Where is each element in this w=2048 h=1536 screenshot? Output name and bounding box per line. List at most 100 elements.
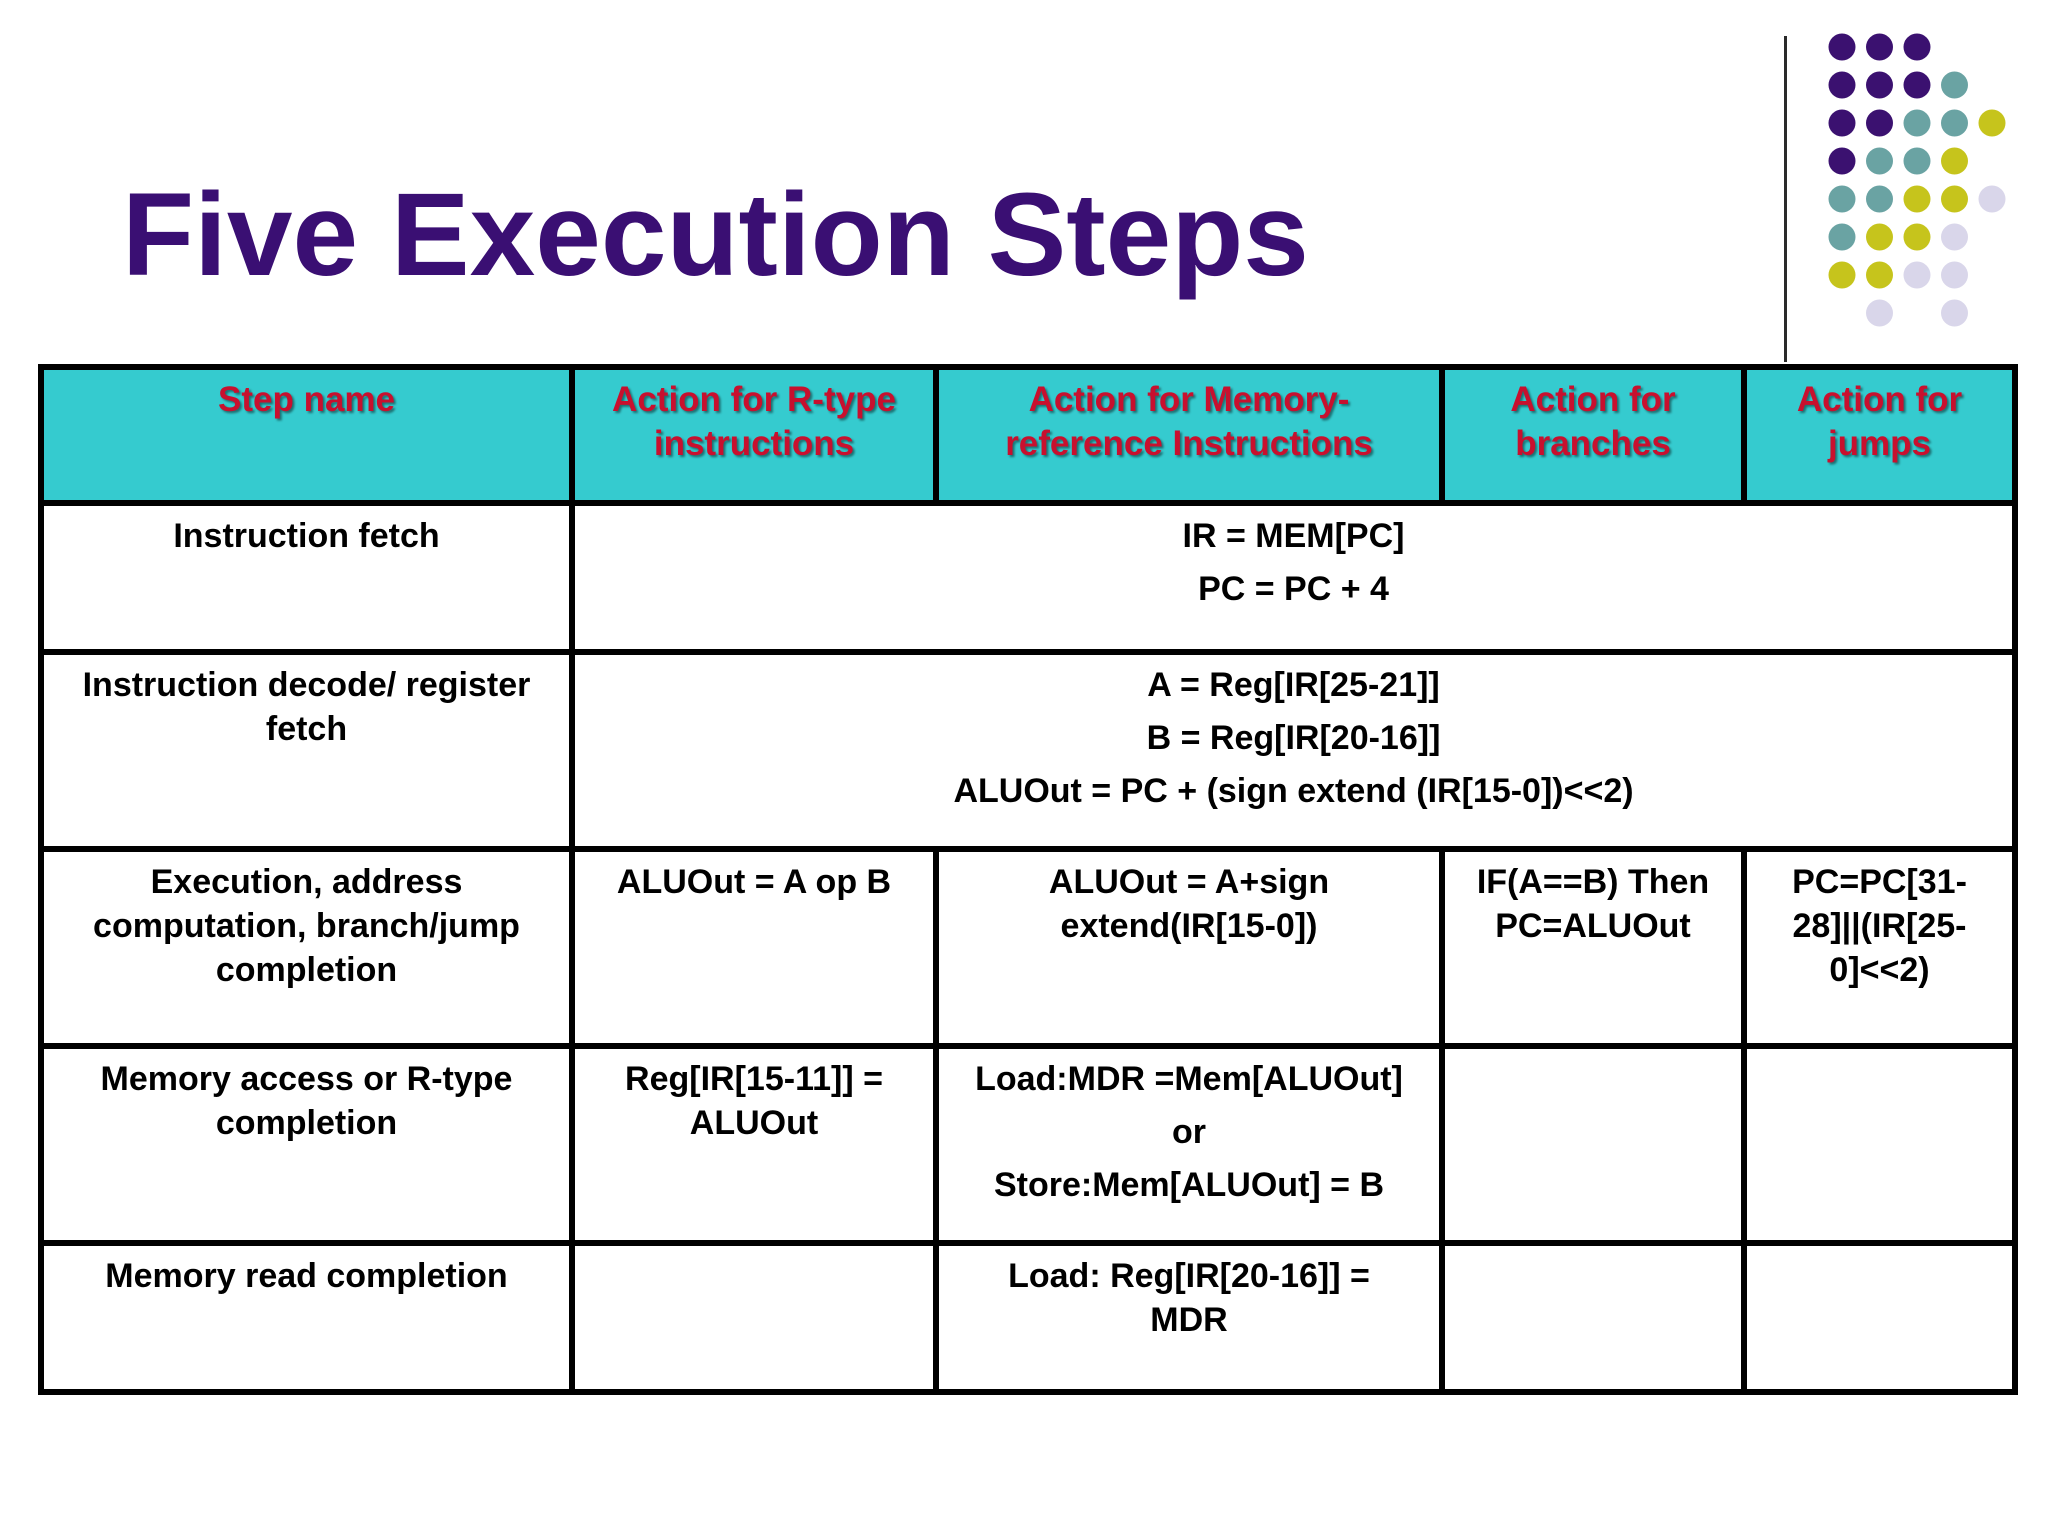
step-name-cell: Instruction fetch xyxy=(38,500,575,655)
decorative-dot xyxy=(1941,185,1968,213)
decorative-dot xyxy=(1866,109,1893,137)
branch-action-cell xyxy=(1439,1240,1747,1395)
decorative-dot xyxy=(1978,109,2006,137)
decorative-dot xyxy=(1941,147,1968,175)
cell-text-line: extend(IR[15-0]) xyxy=(1060,907,1318,945)
cell-text-line: Execution, address xyxy=(150,863,463,901)
cell-text-line: PC=ALUOut xyxy=(1495,907,1691,945)
header-rtype-action: Action for R-type instructions xyxy=(569,364,939,506)
decorative-dot xyxy=(1941,299,1968,327)
step-name-cell: Execution, address computation, branch/ju… xyxy=(38,846,575,1049)
memory-action-cell: Load: Reg[IR[20-16]] = MDR xyxy=(933,1240,1445,1395)
cell-text-line: completion xyxy=(215,951,398,989)
cell-text-line: Action for xyxy=(1510,380,1676,419)
decorative-dot xyxy=(1941,261,1968,289)
cell-text-line: IR = MEM[PC] xyxy=(1182,517,1405,555)
cell-text-line: or xyxy=(1172,1113,1206,1151)
decorative-dot xyxy=(1903,147,1931,175)
decorative-dot xyxy=(1828,223,1856,251)
header-branch-action: Action for branches xyxy=(1439,364,1747,506)
decorative-dot xyxy=(1828,261,1856,289)
header-memory-action: Action for Memory-reference Instructions xyxy=(933,364,1445,506)
cell-text-line: Action for Memory- xyxy=(1028,380,1350,419)
cell-text-line: reference Instructions xyxy=(1005,424,1373,463)
memory-action-cell: ALUOut = A+sign extend(IR[15-0]) xyxy=(933,846,1445,1049)
decorative-dot xyxy=(1903,223,1931,251)
vertical-divider-line xyxy=(1784,36,1787,362)
table-row-instruction-fetch: Instruction fetch IR = MEM[PC] PC = PC + … xyxy=(38,500,2018,655)
decorative-dot xyxy=(1941,109,1968,137)
slide-title: Five Execution Steps xyxy=(122,169,1309,301)
decorative-dot xyxy=(1828,71,1856,99)
cell-text-line: ALUOut = A+sign xyxy=(1048,863,1330,901)
header-step-name: Step name xyxy=(38,364,575,506)
cell-text-line: Load: Reg[IR[20-16]] = xyxy=(1008,1257,1370,1295)
cell-text-line: Action for xyxy=(1796,380,1963,419)
cell-text-line: computation, branch/jump xyxy=(93,907,520,945)
cell-text-line: Instruction decode/ register xyxy=(82,666,531,704)
header-jump-action: Action for jumps xyxy=(1741,364,2018,506)
cell-text-line: B = Reg[IR[20-16]] xyxy=(1146,719,1441,757)
cell-text-line: Action for R-type xyxy=(612,380,896,419)
decorative-dot xyxy=(1903,185,1931,213)
cell-text-line: PC = PC + 4 xyxy=(1198,570,1389,608)
cell-text-line: jumps xyxy=(1827,424,1932,463)
decorative-dot xyxy=(1903,33,1931,61)
rtype-action-cell: ALUOut = A op B xyxy=(569,846,939,1049)
cell-text-line: instructions xyxy=(653,424,855,463)
decorative-dot xyxy=(1828,185,1856,213)
cell-text-line: MDR xyxy=(1150,1301,1228,1339)
cell-text-line: Memory read completion xyxy=(105,1257,508,1295)
decode-action-cell: A = Reg[IR[25-21]]B = Reg[IR[20-16]]ALUO… xyxy=(569,649,2018,852)
fetch-action-cell: IR = MEM[PC] PC = PC + 4 xyxy=(569,500,2018,655)
decorative-dot xyxy=(1941,71,1968,99)
decorative-dot xyxy=(1866,223,1893,251)
decorative-dot xyxy=(1903,261,1931,289)
decorative-dot xyxy=(1866,71,1893,99)
step-name-cell: Instruction decode/ register fetch xyxy=(38,649,575,852)
decorative-dot xyxy=(1866,261,1893,289)
table-row-memory-access: Memory access or R-type completion Reg[IR… xyxy=(38,1043,2018,1246)
decorative-dot xyxy=(1828,147,1856,175)
branch-action-cell xyxy=(1439,1043,1747,1246)
decorative-dot xyxy=(1866,147,1893,175)
cell-text-line: IF(A==B) Then xyxy=(1476,863,1710,901)
table-row-execution: Execution, address computation, branch/ju… xyxy=(38,846,2018,1049)
cell-text-line: A = Reg[IR[25-21]] xyxy=(1147,666,1440,704)
table-row-memory-read: Memory read completion Load: Reg[IR[20-1… xyxy=(38,1240,2018,1395)
decorative-dot xyxy=(1903,71,1931,99)
cell-text-line: Step name xyxy=(218,380,395,419)
cell-text-line: ALUOut xyxy=(689,1104,819,1142)
cell-text-line: Reg[IR[15-11]] = xyxy=(625,1060,883,1098)
step-name-cell: Memory access or R-type completion xyxy=(38,1043,575,1246)
table-row-instruction-decode: Instruction decode/ register fetch A = Re… xyxy=(38,649,2018,852)
decorative-dot xyxy=(1978,185,2006,213)
cell-text-line: Store:Mem[ALUOut] = B xyxy=(993,1166,1385,1204)
jump-action-cell xyxy=(1741,1240,2018,1395)
rtype-action-cell xyxy=(569,1240,939,1395)
cell-text-line: Load:MDR =Mem[ALUOut] xyxy=(975,1060,1403,1098)
cell-text-line: 28]||(IR[25- xyxy=(1792,907,1967,945)
decorative-dot xyxy=(1941,223,1968,251)
decorative-dot xyxy=(1828,109,1856,137)
decorative-dot xyxy=(1866,185,1893,213)
decorative-dot xyxy=(1866,299,1893,327)
step-name-cell: Memory read completion xyxy=(38,1240,575,1395)
cell-text-line: branches xyxy=(1515,424,1671,463)
decorative-dot xyxy=(1828,33,1856,61)
decorative-dot xyxy=(1866,33,1893,61)
cell-text-line: completion xyxy=(215,1104,398,1142)
cell-text-line: fetch xyxy=(265,710,348,748)
rtype-action-cell: Reg[IR[15-11]] = ALUOut xyxy=(569,1043,939,1246)
cell-text-line: Memory access or R-type xyxy=(100,1060,513,1098)
decorative-dot xyxy=(1903,109,1931,137)
cell-text-line: PC=PC[31- xyxy=(1792,863,1967,901)
cell-text-line: ALUOut = A op B xyxy=(616,863,892,901)
jump-action-cell: PC=PC[31-28]||(IR[25-0]<<2) xyxy=(1741,846,2018,1049)
jump-action-cell xyxy=(1741,1043,2018,1246)
